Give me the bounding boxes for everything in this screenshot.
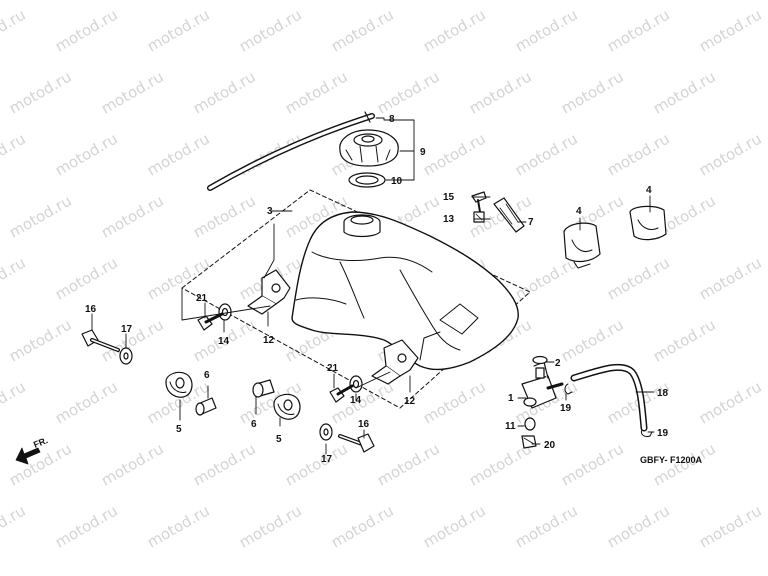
rubber-mount-left	[165, 371, 193, 398]
callout-20: 20	[544, 440, 556, 451]
bracket-7	[493, 197, 525, 233]
callout-14-lower: 14	[350, 395, 362, 406]
callout-12-upper: 12	[263, 335, 275, 346]
clip-13	[473, 211, 485, 223]
bolt-16-lower	[338, 433, 375, 453]
callout-17-lower: 17	[321, 454, 333, 465]
mount-bracket-lower	[371, 339, 419, 385]
leader-lines	[91, 117, 655, 455]
callout-6-left: 6	[204, 370, 210, 381]
callout-19-lower: 19	[657, 428, 669, 439]
callout-5-left: 5	[176, 424, 182, 435]
screw-15	[471, 191, 487, 213]
callout-16-lower: 16	[358, 419, 370, 430]
washer-17-left	[119, 347, 133, 365]
callout-9: 9	[420, 147, 426, 158]
callout-21-lower: 21	[327, 363, 339, 374]
mount-bracket-upper	[247, 269, 291, 315]
o-ring-2	[532, 355, 548, 365]
callouts: 8 9 10 3 15 13 7 4 4 21 14 12 16 17 6 5 …	[85, 114, 669, 465]
callout-1: 1	[508, 393, 514, 404]
fuel-hose	[570, 363, 648, 432]
callout-8: 8	[389, 114, 395, 125]
callout-19-upper: 19	[560, 403, 572, 414]
assembly-outline	[181, 189, 531, 409]
drain-screw-20	[521, 435, 537, 449]
callout-5-right: 5	[276, 434, 282, 445]
collar-upper	[218, 303, 232, 321]
cushion-4-right	[629, 205, 667, 241]
callout-18: 18	[657, 388, 669, 399]
hose-clip-lower	[641, 429, 653, 437]
collar-6-right	[252, 379, 275, 398]
callout-17-left: 17	[121, 324, 133, 335]
callout-4-right: 4	[646, 185, 652, 196]
collar-lower	[349, 375, 363, 393]
fuel-tank	[291, 211, 519, 371]
callout-15: 15	[443, 192, 455, 203]
callout-6-right: 6	[251, 419, 257, 430]
collar-6-left	[195, 397, 217, 416]
bolt-21-lower	[329, 384, 354, 403]
fuel-cap	[339, 129, 399, 167]
fuel-valve	[521, 361, 564, 409]
cushion-4-left	[563, 222, 601, 269]
callout-13: 13	[443, 214, 455, 225]
bolt-16-left	[81, 329, 120, 352]
callout-11: 11	[505, 421, 516, 432]
washer-17-lower	[319, 423, 333, 441]
callout-2: 2	[555, 358, 561, 369]
cap-gasket	[348, 172, 386, 188]
callout-14-upper: 14	[218, 336, 230, 347]
hose-clip-upper	[564, 383, 573, 395]
callout-12-lower: 12	[404, 396, 416, 407]
bolt-21-upper	[197, 312, 224, 331]
callout-21-upper: 21	[196, 293, 208, 304]
callout-10: 10	[391, 176, 403, 187]
front-marker-label: FR.	[32, 435, 49, 450]
callout-16-left: 16	[85, 304, 97, 315]
callout-7: 7	[528, 217, 534, 228]
diagram-code: GBFY- F1200A	[640, 455, 703, 465]
callout-3: 3	[267, 206, 273, 217]
o-ring-11	[524, 417, 536, 431]
callout-4-left: 4	[576, 206, 582, 217]
rubber-mount-right	[273, 393, 301, 420]
front-arrow-icon	[15, 447, 41, 465]
